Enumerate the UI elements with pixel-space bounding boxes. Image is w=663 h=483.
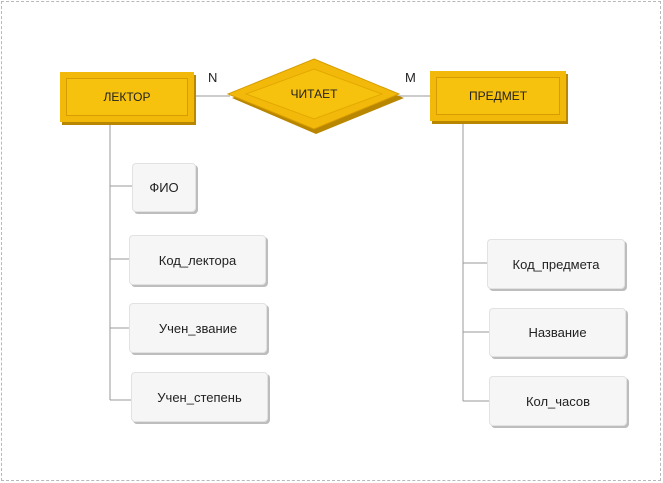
subject-entity[interactable]: ПРЕДМЕТ	[430, 71, 566, 121]
attribute-subject-code[interactable]: Код_предмета	[487, 239, 625, 289]
subject-entity-label: ПРЕДМЕТ	[436, 77, 560, 115]
lecturer-entity[interactable]: ЛЕКТОР	[60, 72, 194, 122]
left-cardinality: N	[208, 70, 218, 85]
relationship-label: ЧИТАЕТ	[290, 87, 338, 101]
relationship-diamond-inner	[244, 68, 384, 120]
attribute-name[interactable]: Название	[489, 308, 626, 357]
attribute-academic-degree[interactable]: Учен_степень	[131, 372, 268, 422]
attribute-fio[interactable]: ФИО	[132, 163, 196, 212]
attribute-lecturer-code[interactable]: Код_лектора	[129, 235, 266, 285]
right-cardinality: M	[405, 70, 416, 85]
lecturer-entity-label: ЛЕКТОР	[66, 78, 188, 116]
attribute-academic-title[interactable]: Учен_звание	[129, 303, 267, 353]
attribute-hours[interactable]: Кол_часов	[489, 376, 627, 426]
